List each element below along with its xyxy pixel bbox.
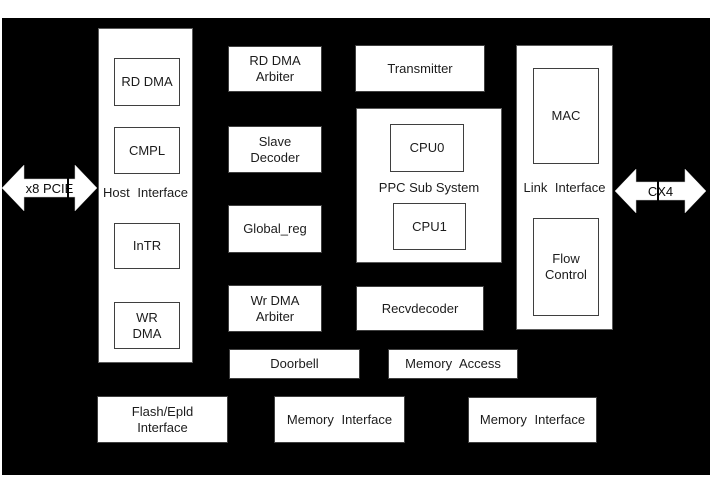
memory-interface-right-block: Memory Interface [468, 397, 597, 443]
diagram-left-border-line [67, 165, 69, 211]
global-reg-block: Global_reg [228, 205, 322, 253]
flash-epld-interface-block: Flash/Epld Interface [97, 396, 228, 443]
recvdecoder-block: Recvdecoder [356, 286, 484, 331]
link-interface-block: MAC Link Interface Flow Control [516, 45, 613, 330]
flow-control-block: Flow Control [533, 218, 599, 316]
cpu0-block: CPU0 [390, 124, 464, 172]
rd-dma-arbiter-block: RD DMA Arbiter [228, 46, 322, 92]
host-interface-label: Host Interface [103, 185, 188, 200]
rd-dma-block: RD DMA [114, 58, 180, 106]
doorbell-block: Doorbell [229, 349, 360, 379]
wr-dma-arbiter-block: Wr DMA Arbiter [228, 285, 322, 332]
ppc-sub-system-label: PPC Sub System [378, 180, 480, 195]
transmitter-block: Transmitter [355, 45, 485, 92]
double-arrow-icon [615, 169, 706, 213]
double-arrow-icon [2, 165, 97, 211]
memory-access-block: Memory Access [388, 349, 518, 379]
pcie-label: x8 PCIE [25, 180, 74, 196]
host-interface-block: RD DMA CMPL Host Interface InTR WR DMA [98, 28, 193, 363]
link-interface-label: Link Interface [523, 180, 606, 195]
diagram-right-border-line [657, 169, 659, 213]
slave-decoder-block: Slave Decoder [228, 126, 322, 173]
cpu1-block: CPU1 [393, 203, 466, 250]
mac-block: MAC [533, 68, 599, 164]
cmpl-block: CMPL [114, 127, 180, 174]
wr-dma-block: WR DMA [114, 302, 180, 349]
pcie-arrow: x8 PCIE [2, 165, 97, 211]
diagram-background: x8 PCIE CX4 RD DMA CMPL Host Interface I… [2, 18, 710, 475]
memory-interface-left-block: Memory Interface [274, 396, 405, 443]
ppc-sub-system-block: CPU0 PPC Sub System CPU1 [356, 108, 502, 263]
intr-block: InTR [114, 223, 180, 269]
cx4-arrow: CX4 [615, 169, 706, 213]
cx4-label: CX4 [647, 183, 674, 199]
